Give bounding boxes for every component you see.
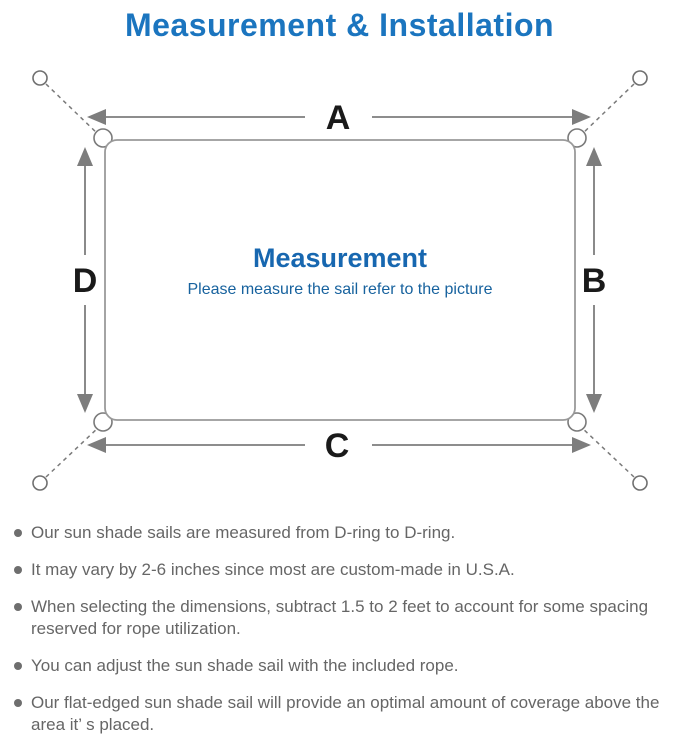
d-rings xyxy=(93,128,587,432)
d-ring-icon-top-right xyxy=(567,128,587,148)
tether-line-top-right xyxy=(579,83,635,137)
anchor-ring-icon-bottom-left xyxy=(32,475,48,491)
diagram-center-heading: Measurement xyxy=(253,243,427,273)
anchor-ring-icon-top-right xyxy=(632,70,648,86)
dimension-label-a: A xyxy=(326,99,351,137)
d-ring-icon-bottom-right xyxy=(567,412,587,432)
arrowhead-left-icon-c xyxy=(87,437,106,453)
bullet-icon xyxy=(14,566,22,574)
page-title: Measurement & Installation xyxy=(124,7,555,43)
note-item: Our flat-edged sun shade sail will provi… xyxy=(14,692,666,736)
dimension-label-d: D xyxy=(73,262,98,300)
arrowhead-left-icon-a xyxy=(87,109,106,125)
note-item: Our sun shade sails are measured from D-… xyxy=(14,522,666,544)
note-item: You can adjust the sun shade sail with t… xyxy=(14,655,666,677)
tether-line-top-left xyxy=(45,83,101,137)
d-ring-icon-bottom-left xyxy=(93,412,113,432)
note-text: You can adjust the sun shade sail with t… xyxy=(31,656,459,675)
sail-outline xyxy=(104,139,576,421)
bullet-icon xyxy=(14,603,22,611)
arrowhead-up-icon-d xyxy=(77,147,93,166)
sail-measurement-diagram: A C D B Measurement Please measure the s… xyxy=(32,70,648,491)
arrowhead-down-icon-b xyxy=(586,394,602,413)
arrowhead-right-icon-a xyxy=(572,109,591,125)
arrowhead-up-icon-b xyxy=(586,147,602,166)
note-text: It may vary by 2-6 inches since most are… xyxy=(31,560,515,579)
note-text: When selecting the dimensions, subtract … xyxy=(31,597,649,638)
dimension-label-b: B xyxy=(582,262,607,300)
diagram-center-subtitle: Please measure the sail refer to the pic… xyxy=(187,281,492,298)
note-text: Our flat-edged sun shade sail will provi… xyxy=(31,693,660,734)
arrowhead-right-icon-c xyxy=(572,437,591,453)
dimension-label-c: C xyxy=(325,427,350,465)
note-item: When selecting the dimensions, subtract … xyxy=(14,596,666,640)
bullet-icon xyxy=(14,662,22,670)
anchor-rings xyxy=(32,70,648,491)
d-ring-icon-top-left xyxy=(93,128,113,148)
arrowhead-down-icon-d xyxy=(77,394,93,413)
note-item: It may vary by 2-6 inches since most are… xyxy=(14,559,666,581)
tether-line-bottom-left xyxy=(45,425,101,478)
note-text: Our sun shade sails are measured from D-… xyxy=(31,523,456,542)
anchor-ring-icon-top-left xyxy=(32,70,48,86)
bullet-icon xyxy=(14,529,22,537)
notes-list: Our sun shade sails are measured from D-… xyxy=(14,522,666,739)
tether-line-bottom-right xyxy=(579,425,635,478)
bullet-icon xyxy=(14,699,22,707)
anchor-ring-icon-bottom-right xyxy=(632,475,648,491)
